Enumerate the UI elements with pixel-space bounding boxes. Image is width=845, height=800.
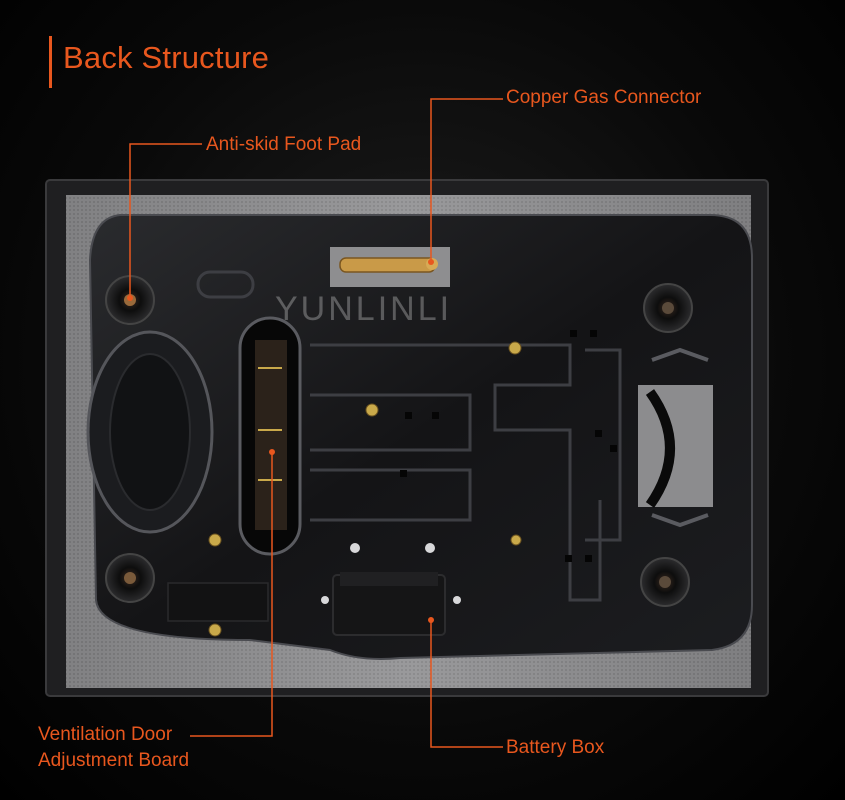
title-accent-bar <box>49 36 52 88</box>
leader-ventilation <box>190 452 273 737</box>
page-title: Back Structure <box>63 40 270 75</box>
leader-battery <box>430 620 503 748</box>
label-ventilation-door: Ventilation Door Adjustment Board <box>38 722 189 774</box>
label-ventilation-line2: Adjustment Board <box>38 750 190 771</box>
label-ventilation-line1: Ventilation Door <box>38 724 173 745</box>
leader-foot-pad <box>129 143 202 298</box>
leader-copper-gas <box>430 98 503 262</box>
copper-gas-connector <box>339 257 436 273</box>
label-anti-skid-foot-pad: Anti-skid Foot Pad <box>206 134 362 155</box>
anti-skid-foot-pads <box>105 275 693 607</box>
brand-watermark: YUNLINLI <box>275 290 453 328</box>
right-burner-window <box>638 385 713 507</box>
label-battery-box: Battery Box <box>506 737 605 758</box>
label-copper-gas-connector: Copper Gas Connector <box>506 87 702 108</box>
